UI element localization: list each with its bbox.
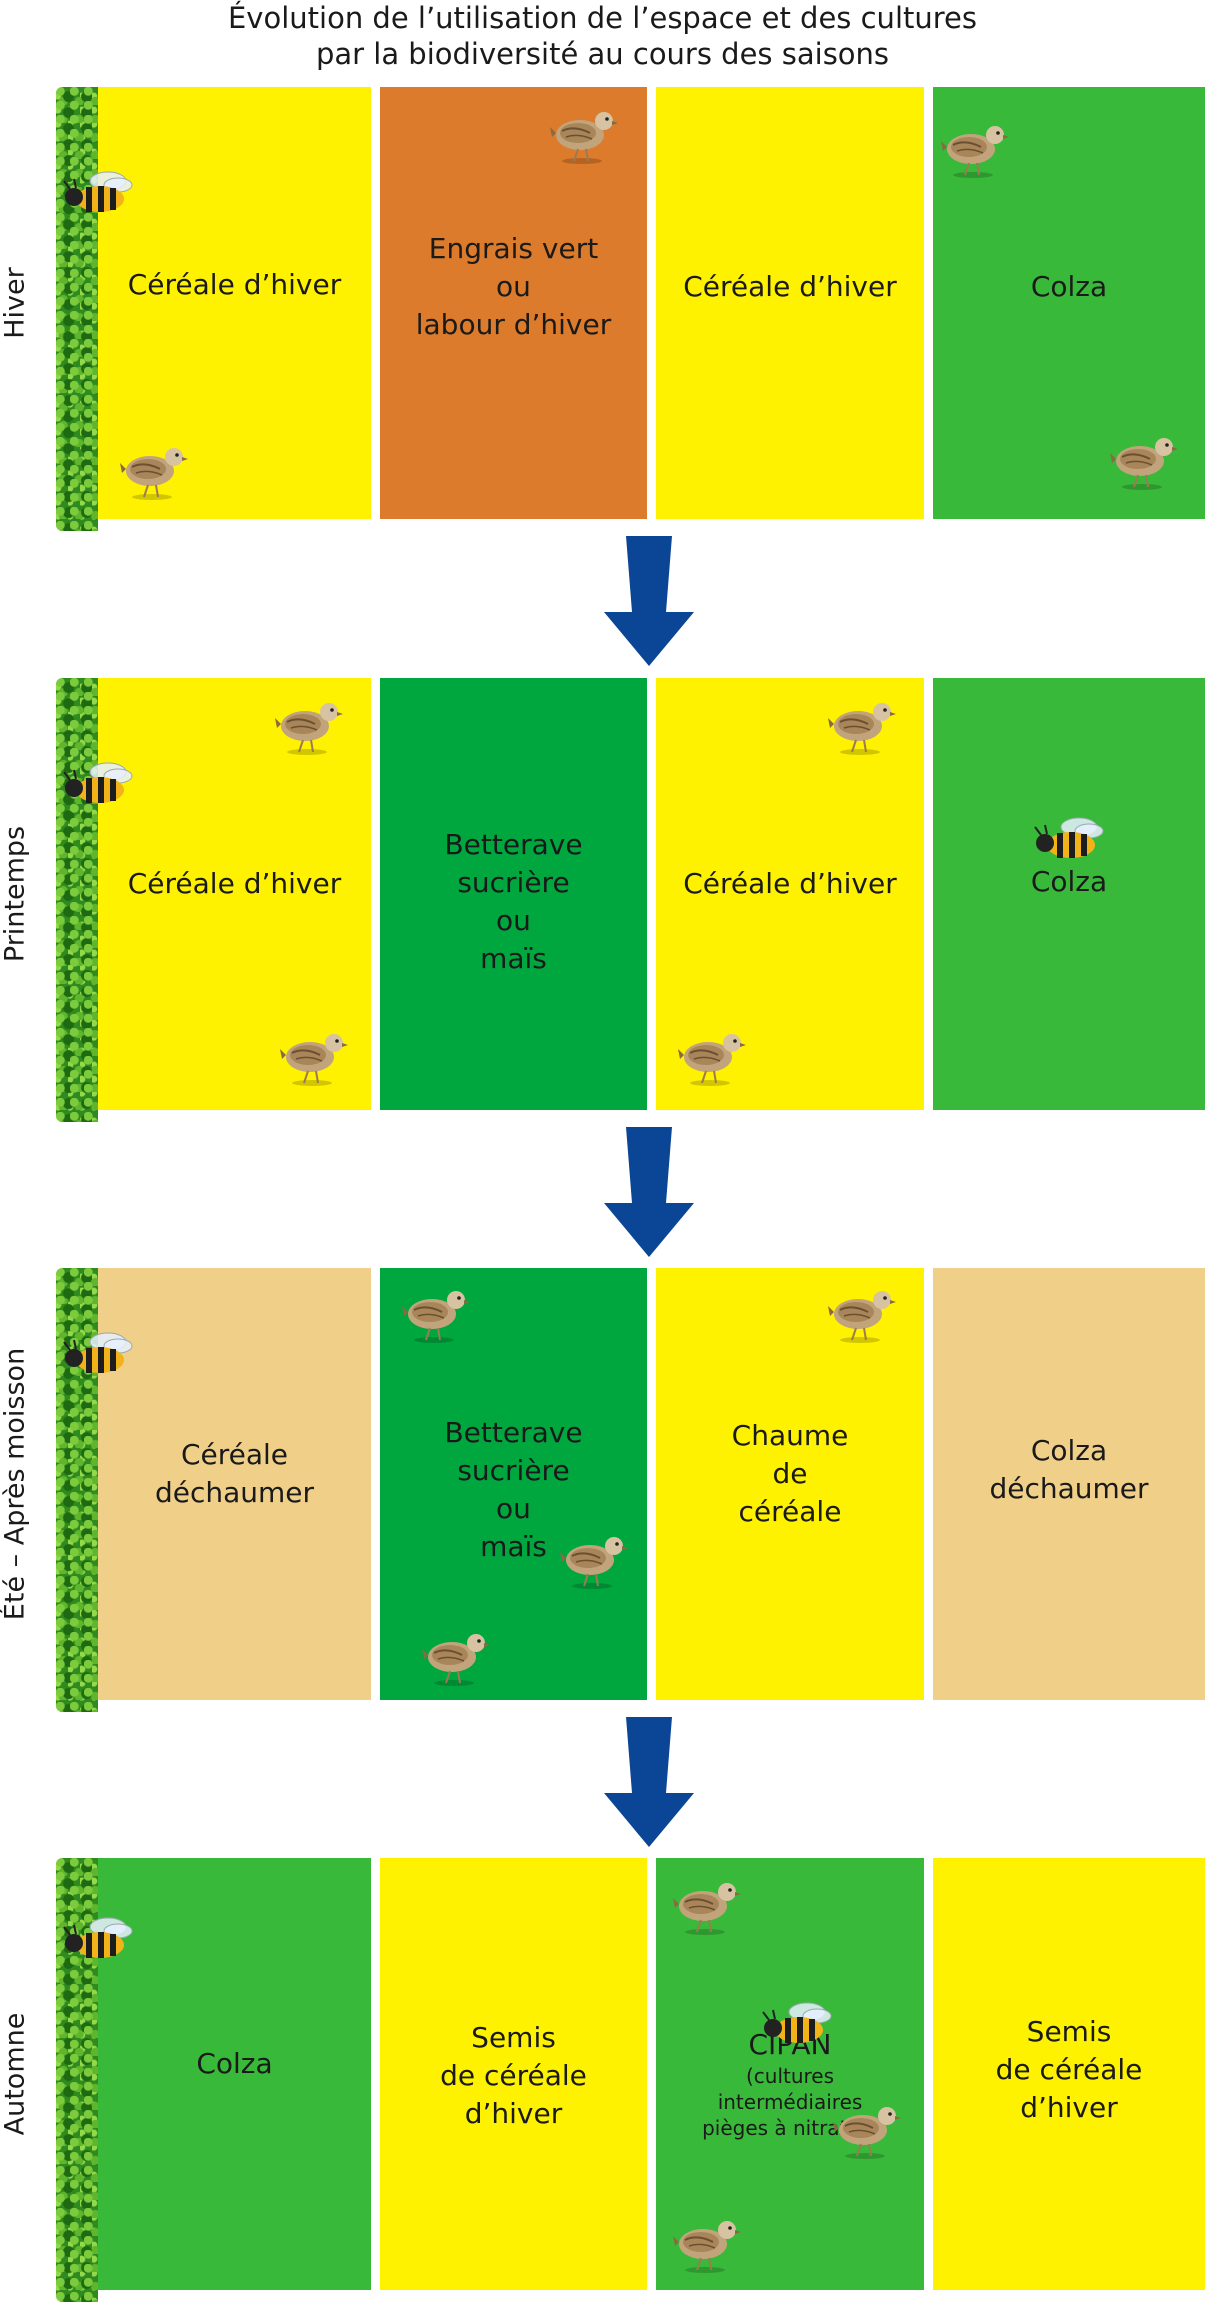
crop-label: Céréale déchaumer: [154, 1438, 315, 1509]
partridge: [671, 1872, 747, 1940]
bee-icon: [762, 2002, 832, 2043]
crop-field: Semis de céréale d’hiver: [380, 1858, 647, 2290]
partridge: [558, 1526, 634, 1594]
bee-icon: [63, 762, 133, 803]
partridge-icon: [941, 126, 1009, 178]
crop-label: Céréale d’hiver: [127, 867, 342, 900]
season-label-text: Automne: [0, 2012, 31, 2136]
partridge: [273, 692, 349, 760]
partridge: [278, 1023, 354, 1091]
title-line-1: Évolution de l’utilisation de l’espace e…: [227, 1, 977, 35]
partridge: [118, 437, 194, 505]
partridge: [676, 1023, 752, 1091]
season-row: Printemps Céréale d’hiver Betterave sucriè…: [0, 678, 1205, 1122]
bee-icon: [63, 171, 133, 212]
hedge: [56, 678, 98, 1122]
down-arrow-icon: [604, 536, 694, 666]
partridge: [831, 2096, 907, 2164]
hedge: [56, 87, 98, 531]
crop-label: Colza: [196, 2047, 273, 2080]
crop-field: Betterave sucrière ou maïs: [380, 678, 647, 1110]
partridge-icon: [673, 1883, 741, 1935]
crop-field: Colza: [98, 1858, 371, 2290]
crop-field: Céréale déchaumer: [98, 1268, 371, 1700]
partridge: [548, 101, 624, 169]
down-arrow-icon: [604, 1717, 694, 1847]
crop-label: Betterave sucrière ou maïs: [444, 828, 583, 975]
bee-icon: [63, 1332, 133, 1373]
down-arrow-icon: [604, 1127, 694, 1257]
bee: [62, 167, 142, 225]
hedge: [56, 1268, 98, 1712]
season-label-text: Été – Après moisson: [0, 1347, 31, 1621]
partridge-icon: [673, 2221, 741, 2273]
crop-label: Colza: [1030, 865, 1108, 898]
crop-label: Céréale d’hiver: [683, 867, 897, 900]
crop-label: Chaume de céréale: [731, 1419, 849, 1528]
bee-icon: [1034, 817, 1104, 858]
partridge-icon: [833, 2107, 901, 2159]
hedge: [56, 1858, 98, 2302]
partridge-icon: [560, 1537, 628, 1589]
crop-label: Betterave sucrière ou maïs: [444, 1416, 583, 1563]
partridge: [939, 115, 1015, 183]
crop-field: Colza: [933, 678, 1205, 1110]
partridge-icon: [828, 703, 896, 755]
bee: [62, 1913, 142, 1971]
crop-label: CIPAN(cultures intermédiaires pièges à n…: [702, 2027, 878, 2141]
crop-field: Céréale d’hiver: [656, 678, 924, 1110]
partridge-icon: [550, 112, 618, 164]
crop-field: Céréale d’hiver: [656, 87, 924, 519]
crop-label: Colza: [1030, 270, 1108, 303]
partridge-icon: [1110, 438, 1178, 490]
season-row: Hiver Céréale d’hiver Engrais vert ou labo…: [0, 87, 1205, 531]
crop-label: Semis de céréale d’hiver: [440, 2021, 587, 2130]
crop-field: Céréale d’hiver: [98, 678, 371, 1110]
crop-label: Céréale d’hiver: [683, 270, 897, 303]
partridge-icon: [402, 1291, 470, 1343]
bee: [1033, 813, 1113, 871]
crop-field: Chaume de céréale: [656, 1268, 924, 1700]
bee: [62, 1328, 142, 1386]
season-row: Automne Colza Semis de céréale d’hiver CIPA…: [0, 1858, 1205, 2302]
diagram-title: Évolution de l’utilisation de l’espace e…: [0, 0, 1205, 72]
partridge-icon: [280, 1034, 348, 1086]
partridge: [1108, 427, 1184, 495]
partridge-icon: [120, 448, 188, 500]
crop-field: CIPAN(cultures intermédiaires pièges à n…: [656, 1858, 924, 2290]
crop-label: Colza déchaumer: [989, 1434, 1149, 1505]
crop-label: Engrais vert ou labour d’hiver: [415, 232, 612, 341]
partridge-icon: [275, 703, 343, 755]
crop-field: Betterave sucrière ou maïs: [380, 1268, 647, 1700]
partridge: [400, 1280, 476, 1348]
crop-label-note: (cultures intermédiaires pièges à nitrat…: [702, 2064, 878, 2140]
bee: [62, 758, 142, 816]
title-line-2: par la biodiversité au cours des saisons: [315, 37, 890, 71]
season-row: Été – Après moisson Céréale déchaumer Bett…: [0, 1268, 1205, 1712]
partridge: [826, 692, 902, 760]
season-label-text: Printemps: [0, 825, 31, 963]
crop-field: Colza déchaumer: [933, 1268, 1205, 1700]
season-label-text: Hiver: [0, 267, 31, 339]
partridge: [671, 2210, 747, 2278]
crop-label: Céréale d’hiver: [127, 268, 342, 301]
bee-icon: [63, 1917, 133, 1958]
bee: [761, 1998, 841, 2056]
crop-field: Semis de céréale d’hiver: [933, 1858, 1205, 2290]
partridge-icon: [678, 1034, 746, 1086]
partridge-icon: [422, 1634, 490, 1686]
crop-label: Semis de céréale d’hiver: [995, 2015, 1143, 2124]
partridge: [826, 1280, 902, 1348]
partridge-icon: [828, 1291, 896, 1343]
crop-field: Engrais vert ou labour d’hiver: [380, 87, 647, 519]
crop-field: Céréale d’hiver: [98, 87, 371, 519]
partridge: [420, 1623, 496, 1691]
